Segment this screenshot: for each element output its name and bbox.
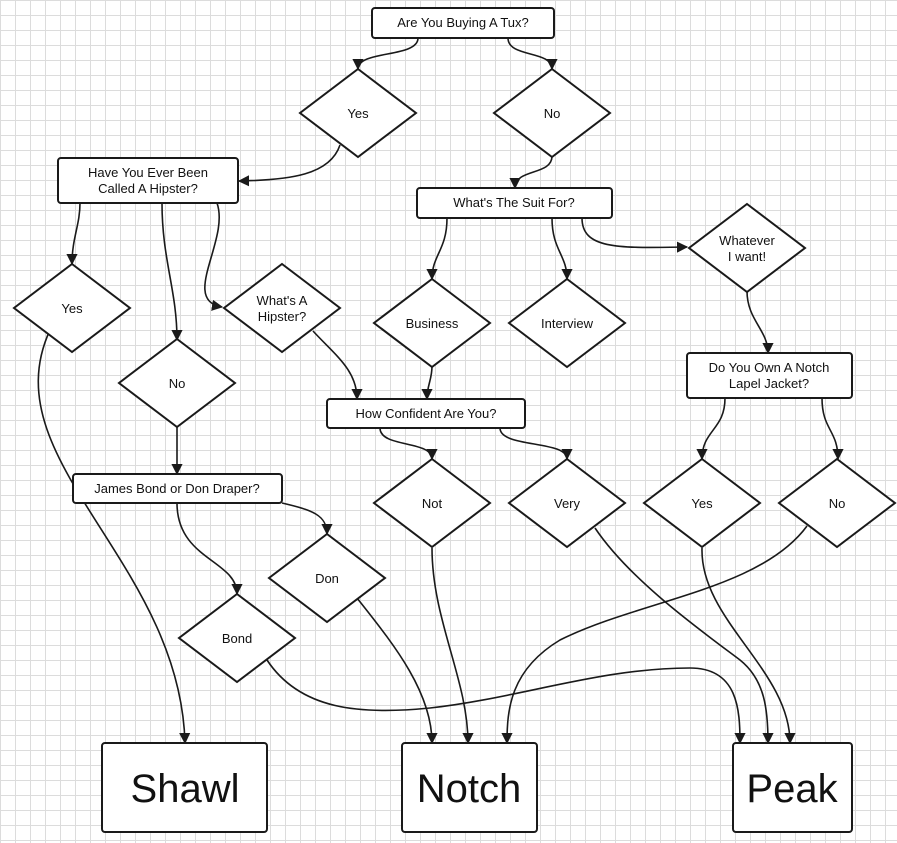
edge-tux-to-yes [352, 37, 419, 71]
edge-bond-draper-to-don [281, 502, 333, 536]
edge-confident-to-not [379, 427, 438, 461]
node-suit-for: What's The Suit For? [416, 187, 613, 219]
decision-hipster-yes: Yes [12, 262, 132, 354]
edge-hipster-to-yes [66, 202, 81, 266]
result-notch: Notch [401, 742, 538, 833]
edge-very-to-peak [594, 527, 774, 745]
decision-whatever: Whatever I want! [687, 202, 807, 294]
edge-bond-to-peak [266, 659, 746, 745]
svg-text:Very: Very [554, 496, 581, 511]
svg-text:Don: Don [315, 571, 339, 586]
edge-tux-to-no [507, 37, 558, 71]
decision-tux-no: No [492, 67, 612, 159]
node-called-hipster-line1: Have You Ever Been [88, 165, 208, 180]
decision-business: Business [372, 277, 492, 369]
svg-text:Bond: Bond [222, 631, 252, 646]
result-shawl: Shawl [101, 742, 268, 833]
node-how-confident: How Confident Are You? [326, 398, 526, 429]
svg-text:Peak: Peak [746, 767, 838, 811]
edge-suit-to-whatever [581, 217, 689, 253]
edge-confident-to-very [499, 427, 573, 461]
edge-whats-hipster-to-confident [312, 330, 363, 401]
node-bond-or-draper: James Bond or Don Draper? [72, 473, 283, 504]
edge-tux-yes-to-hipster [237, 144, 341, 187]
edge-business-to-confident [421, 365, 433, 401]
node-called-hipster-line2: Called A Hipster? [98, 181, 198, 196]
svg-text:No: No [829, 496, 846, 511]
edge-don-to-notch [356, 597, 438, 745]
decision-interview: Interview [507, 277, 627, 369]
decision-don: Don [267, 532, 387, 624]
svg-text:Do You Own A Notch: Do You Own A Notch [709, 360, 830, 375]
svg-text:Interview: Interview [541, 316, 594, 331]
edge-bond-draper-to-bond [176, 502, 243, 596]
svg-text:Yes: Yes [691, 496, 713, 511]
edge-suit-to-interview [551, 217, 573, 281]
svg-text:What's A: What's A [257, 293, 308, 308]
decision-hipster-no: No [117, 337, 237, 429]
edge-hipster-to-whats-hipster [204, 202, 224, 311]
svg-text:Lapel Jacket?: Lapel Jacket? [729, 376, 809, 391]
edge-hip-yes-to-shawl [37, 329, 191, 745]
decision-bond: Bond [177, 592, 297, 684]
edges [37, 37, 844, 745]
svg-text:I want!: I want! [728, 249, 766, 264]
svg-text:No: No [169, 376, 186, 391]
result-peak: Peak [732, 742, 853, 833]
svg-text:Whatever: Whatever [719, 233, 775, 248]
svg-text:Hipster?: Hipster? [258, 309, 306, 324]
svg-text:Business: Business [406, 316, 459, 331]
svg-text:What's The Suit For?: What's The Suit For? [453, 195, 574, 210]
decision-tux-yes: Yes [298, 67, 418, 159]
edge-notch-own-to-no [821, 397, 844, 461]
node-buying-tux: Are You Buying A Tux? [371, 7, 555, 39]
edge-notch-own-to-yes [696, 397, 726, 461]
node-called-hipster: Have You Ever Been Called A Hipster? [57, 157, 239, 204]
node-buying-tux-label: Are You Buying A Tux? [397, 15, 529, 30]
svg-text:Not: Not [422, 496, 443, 511]
decision-very: Very [507, 457, 627, 549]
decision-own-no: No [777, 457, 897, 549]
edge-not-to-notch [431, 547, 474, 745]
svg-text:Notch: Notch [417, 767, 522, 811]
decision-whats-hipster: What's A Hipster? [222, 262, 342, 354]
edge-own-no-to-notch [501, 525, 808, 745]
decision-not: Not [372, 457, 492, 549]
svg-text:Yes: Yes [61, 301, 83, 316]
edge-own-yes-to-peak [701, 547, 796, 745]
edge-tux-no-to-suit-for [509, 155, 553, 190]
edge-suit-to-business [426, 217, 448, 281]
svg-text:Shawl: Shawl [131, 767, 240, 811]
edge-whatever-to-notch-own [746, 290, 774, 355]
svg-text:Yes: Yes [347, 106, 369, 121]
edge-hipster-to-no [161, 202, 183, 342]
node-own-notch: Do You Own A Notch Lapel Jacket? [686, 352, 853, 399]
svg-text:How Confident Are You?: How Confident Are You? [356, 406, 497, 421]
svg-text:James Bond or Don Draper?: James Bond or Don Draper? [94, 481, 259, 496]
decision-own-yes: Yes [642, 457, 762, 549]
svg-text:No: No [544, 106, 561, 121]
